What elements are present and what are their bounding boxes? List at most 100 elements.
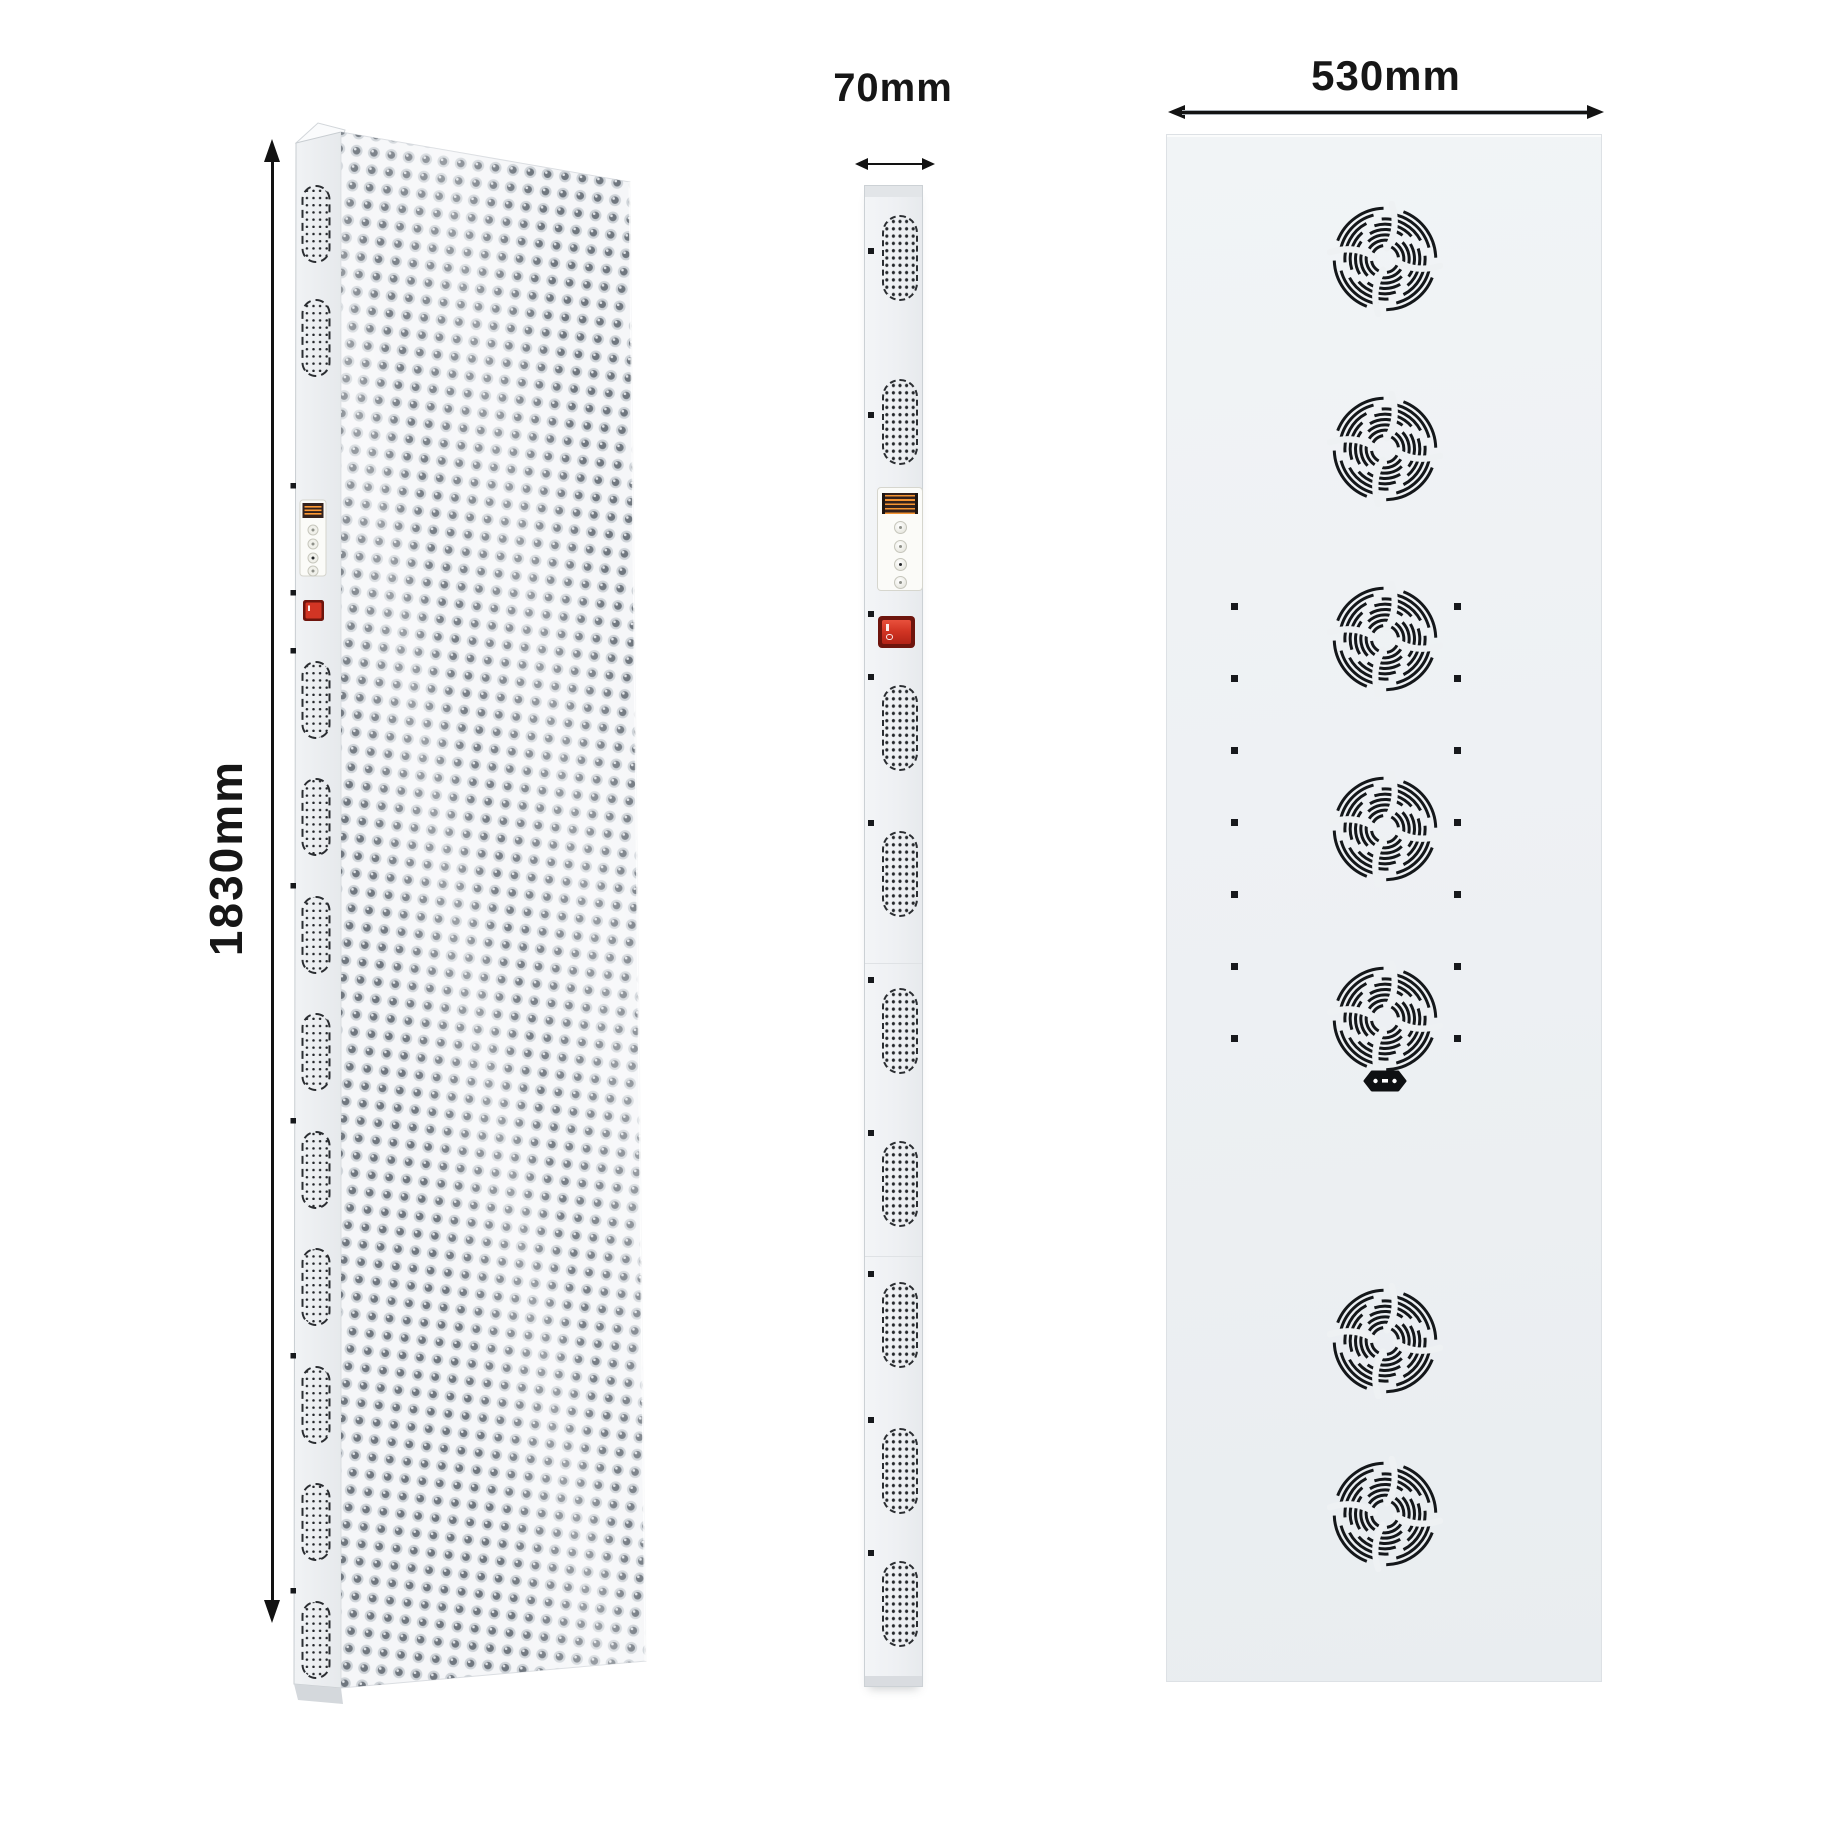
- screw-dot: [868, 1550, 874, 1556]
- fan-ring: [1348, 222, 1422, 296]
- fan-blade-gap: [1392, 257, 1444, 272]
- inlet-pin: [1373, 1078, 1378, 1084]
- button-dot: [311, 528, 315, 532]
- vent-grille-icon: [882, 215, 918, 301]
- width-dimension-arrow: [1168, 104, 1604, 122]
- fan-ring: [1343, 1299, 1427, 1383]
- fan-blade-gap: [1392, 637, 1444, 652]
- fan-blade-gap: [1383, 580, 1398, 632]
- vent-grille-icon: [301, 896, 331, 974]
- panel-bottom-bevel: [294, 1684, 343, 1704]
- power-inlet-icon: [1362, 1069, 1408, 1093]
- fan-blade-gap: [1383, 390, 1398, 442]
- arrow-left-icon: [1168, 105, 1185, 119]
- fan-blade-gap: [1372, 456, 1387, 508]
- switch-rocker: [305, 602, 322, 619]
- fan-blade-gap: [1326, 816, 1378, 831]
- vent-grille-icon: [301, 1366, 331, 1444]
- fan-ring: [1364, 1493, 1406, 1535]
- screw-dot: [868, 412, 874, 418]
- control-button: [894, 540, 907, 553]
- screw-dot: [290, 1353, 296, 1359]
- fan-blade-gap: [1372, 1521, 1387, 1573]
- height-dimension-label: 1830mm: [200, 759, 252, 957]
- fan-blade-gap: [1383, 1455, 1398, 1507]
- screw-dot: [290, 883, 296, 889]
- fan-blade-gap: [1392, 447, 1444, 462]
- fan-ring: [1343, 1472, 1427, 1556]
- fan-blade-gap: [1383, 960, 1398, 1012]
- vent-grille-icon: [301, 1483, 331, 1561]
- fan-grille-icon: [1326, 390, 1444, 508]
- display-screen: [882, 493, 918, 514]
- switch-mark: [308, 605, 310, 611]
- screw-dot: [868, 611, 874, 617]
- arrow-right-icon: [922, 158, 935, 170]
- screw-dot: [1231, 819, 1238, 826]
- fan-ring: [1364, 618, 1406, 660]
- screw-dot: [868, 977, 874, 983]
- arrow-right-icon: [1587, 105, 1604, 119]
- fan-blade-gap: [1383, 770, 1398, 822]
- screw-dot: [1231, 747, 1238, 754]
- screen-pixels: [304, 509, 322, 512]
- depth-dimension-label: 70mm: [833, 66, 953, 110]
- fan-ring: [1348, 1304, 1422, 1378]
- vent-grille-icon: [301, 778, 331, 856]
- screw-dot: [868, 1417, 874, 1423]
- arrow-down-icon: [264, 1600, 280, 1623]
- screw-dot: [868, 820, 874, 826]
- vent-grille-icon: [301, 299, 331, 377]
- fan-blade-gap: [1372, 646, 1387, 698]
- fan-ring: [1364, 238, 1406, 280]
- vent-grille-icon: [301, 661, 331, 739]
- fan-grille-icon: [1326, 1455, 1444, 1573]
- fan-blade-gap: [1392, 1339, 1444, 1354]
- button-dot: [311, 542, 315, 546]
- fan-blade-gap: [1372, 266, 1387, 318]
- screw-dot: [1454, 963, 1461, 970]
- vent-grille-icon: [882, 1561, 918, 1647]
- switch-mark-o: [886, 633, 893, 640]
- screw-dot: [868, 1130, 874, 1136]
- fan-grille-icon: [1326, 770, 1444, 888]
- depth-dimension-arrow: [855, 156, 935, 172]
- control-display: [877, 487, 923, 591]
- fan-ring: [1348, 1477, 1422, 1551]
- fan-blade-gap: [1372, 1026, 1387, 1078]
- fan-grille-icon: [1326, 960, 1444, 1078]
- led-panel-back: [1166, 134, 1602, 1682]
- fan-blade-gap: [1326, 436, 1378, 451]
- screw-dot: [290, 648, 296, 654]
- vent-grille-icon: [301, 1013, 331, 1091]
- fan-ring: [1364, 998, 1406, 1040]
- vent-grille-icon: [882, 1428, 918, 1514]
- face-reflection: [341, 132, 646, 1688]
- fan-ring: [1343, 217, 1427, 301]
- fan-ring: [1364, 808, 1406, 850]
- arrow-up-icon: [264, 139, 280, 162]
- fan-blade-gap: [1326, 1328, 1378, 1343]
- fan-grille-icon: [1326, 1282, 1444, 1400]
- switch-mark: [886, 624, 889, 631]
- width-dimension-label: 530mm: [1311, 52, 1461, 99]
- arrow-left-icon: [855, 158, 868, 170]
- control-button: [894, 521, 907, 534]
- fan-ring: [1348, 982, 1422, 1056]
- fan-blade-gap: [1326, 1006, 1378, 1021]
- fan-blade-gap: [1326, 246, 1378, 261]
- panel-seam: [865, 963, 922, 964]
- screw-dot: [1231, 963, 1238, 970]
- face-edge-highlight: [628, 181, 648, 1662]
- fan-blade-gap: [1326, 1501, 1378, 1516]
- screw-dot: [1454, 891, 1461, 898]
- switch-rocker: [882, 620, 911, 644]
- screw-dot: [290, 1118, 296, 1124]
- screen-pixels: [304, 506, 322, 508]
- fan-ring: [1343, 787, 1427, 871]
- fan-ring: [1343, 597, 1427, 681]
- fan-blade-gap: [1392, 1017, 1444, 1032]
- panel-seam: [865, 1256, 922, 1257]
- screw-dot: [868, 248, 874, 254]
